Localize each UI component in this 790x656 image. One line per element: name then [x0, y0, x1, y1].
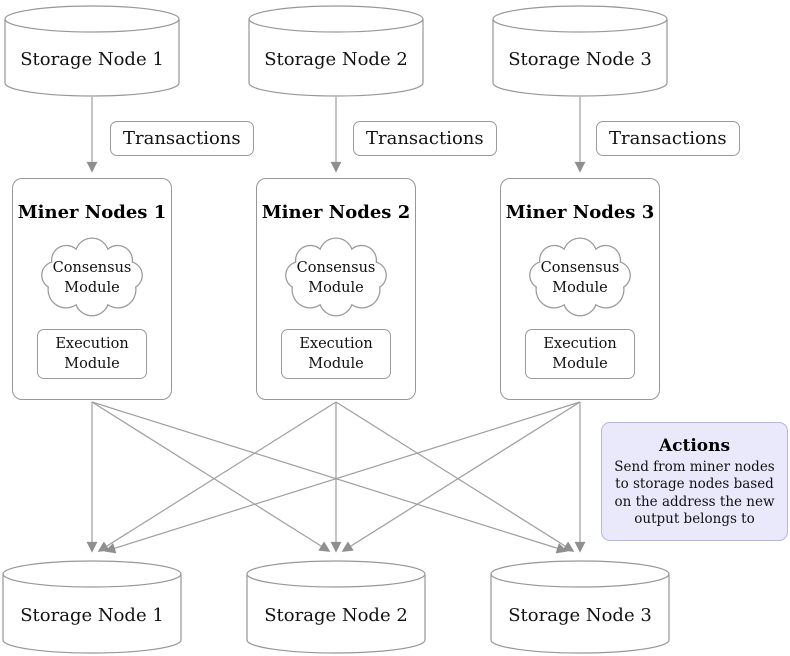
storage-node-bottom-1: Storage Node 1: [2, 560, 182, 654]
storage-node-bottom-3: Storage Node 3: [490, 560, 670, 654]
miner-node-2: Miner Nodes 2 Consensus Module Execution…: [256, 178, 416, 400]
storage-node-label: Storage Node 2: [264, 604, 408, 626]
miner-node-1: Miner Nodes 1 Consensus Module Execution…: [12, 178, 172, 400]
note-body: Send from miner nodes to storage nodes b…: [614, 459, 775, 527]
consensus-cloud-shape: Consensus Module: [281, 236, 391, 320]
consensus-cloud-shape: Consensus Module: [525, 236, 635, 320]
note-title: Actions: [658, 436, 731, 456]
consensus-cloud-shape: Consensus Module: [37, 236, 147, 320]
storage-node-bottom-2: Storage Node 2: [246, 560, 426, 654]
execution-module-box: Execution Module: [525, 329, 635, 379]
storage-node-label: Storage Node 2: [264, 48, 408, 70]
miner-node-title: Miner Nodes 3: [505, 202, 655, 223]
cylinder-shape: [2, 560, 182, 654]
storage-node-top-2: Storage Node 2: [248, 5, 424, 97]
consensus-module-label: Consensus Module: [52, 259, 132, 296]
edge-line: [341, 401, 581, 552]
cylinder-shape: [4, 5, 180, 97]
cloud-icon: [529, 237, 631, 317]
cloud-icon: [41, 237, 143, 317]
cylinder-shape: [248, 5, 424, 97]
storage-node-top-1: Storage Node 1: [4, 5, 180, 97]
consensus-module-label: Consensus Module: [540, 259, 620, 296]
edge-label-transactions-2: Transactions: [353, 121, 497, 156]
storage-node-label: Storage Node 3: [508, 604, 652, 626]
edge-line: [91, 401, 331, 552]
miner-node-title: Miner Nodes 1: [17, 202, 167, 223]
edge-line: [91, 401, 568, 554]
storage-node-label: Storage Node 1: [20, 604, 164, 626]
actions-note: Actions Send from miner nodes to storage…: [601, 422, 788, 541]
cylinder-shape: [492, 5, 668, 97]
cylinder-shape: [246, 560, 426, 654]
edge-line: [97, 401, 337, 552]
storage-node-top-3: Storage Node 3: [492, 5, 668, 97]
cylinder-shape: [490, 560, 670, 654]
cloud-icon: [285, 237, 387, 317]
miner-node-3: Miner Nodes 3 Consensus Module Execution…: [500, 178, 660, 400]
execution-module-box: Execution Module: [37, 329, 147, 379]
edge-line: [104, 401, 581, 554]
storage-node-label: Storage Node 3: [508, 48, 652, 70]
edge-line: [335, 401, 575, 552]
consensus-module-label: Consensus Module: [296, 259, 376, 296]
execution-module-box: Execution Module: [281, 329, 391, 379]
miner-node-title: Miner Nodes 2: [261, 202, 411, 223]
storage-node-label: Storage Node 1: [20, 48, 164, 70]
edge-label-transactions-1: Transactions: [110, 121, 254, 156]
edge-label-transactions-3: Transactions: [596, 121, 740, 156]
